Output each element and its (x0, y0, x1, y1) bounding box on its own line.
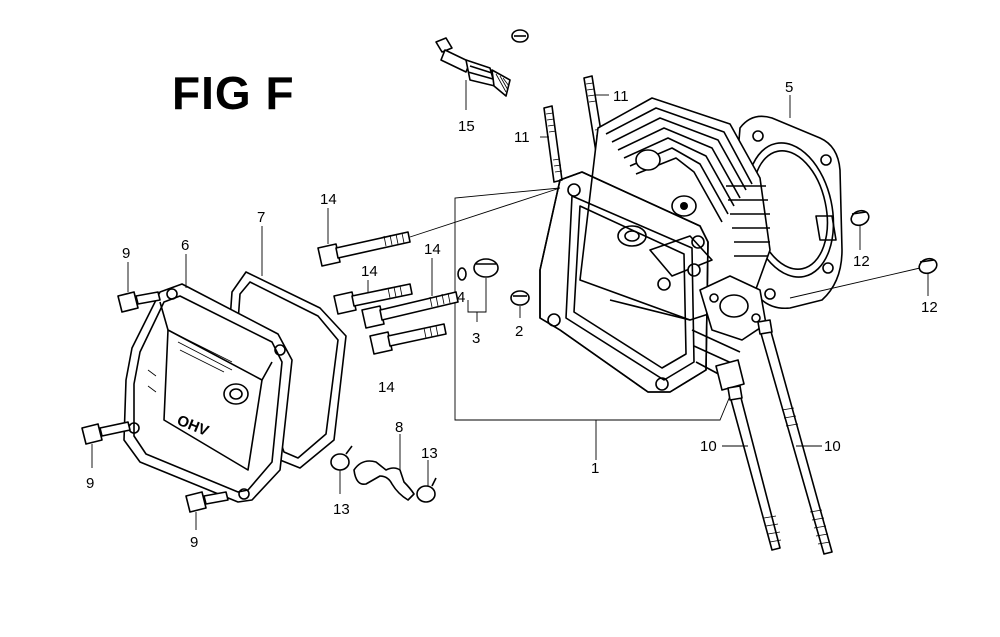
bolt-10-left (727, 385, 782, 551)
figure-title: FIG F (172, 67, 295, 119)
callout-3: 3 (472, 330, 480, 347)
callout-8: 8 (395, 419, 403, 436)
callout-13-left: 13 (333, 501, 350, 518)
callout-11-right: 11 (613, 88, 629, 105)
bolt-14-mid (333, 283, 413, 315)
bolt-14-lower (369, 323, 447, 355)
bolt-14-upper (317, 231, 411, 267)
bolt-14-long (361, 291, 459, 329)
callout-5: 5 (785, 79, 793, 96)
callout-14-mid: 14 (361, 263, 378, 280)
clamp-13-right (416, 477, 437, 503)
bolt-10-right (757, 319, 833, 555)
callout-1: 1 (591, 460, 599, 477)
washer-4 (457, 267, 467, 281)
bolt-9-bottom (185, 491, 229, 513)
callout-14-lower: 14 (378, 379, 395, 396)
callout-14-upper: 14 (320, 191, 337, 208)
cylinder-head (539, 97, 771, 393)
cap-3 (473, 258, 499, 278)
callout-10-left: 10 (700, 438, 717, 455)
callout-12-upper: 12 (853, 253, 870, 270)
callout-9-left: 9 (86, 475, 94, 492)
dowel-12-b (918, 257, 938, 275)
cap-top (511, 29, 529, 43)
callout-9-bottom: 9 (190, 534, 198, 551)
callout-9-top: 9 (122, 245, 130, 262)
breather-tube (353, 460, 415, 501)
callout-12-right: 12 (921, 299, 938, 316)
callout-4: 4 (457, 289, 465, 306)
dowel-12-a (850, 209, 870, 227)
bolt-9-left (81, 421, 131, 445)
bolt-9-top (117, 291, 161, 313)
callout-labels: 1 2 3 4 5 6 7 8 9 9 9 10 10 11 11 12 12 … (86, 79, 938, 551)
callout-13-right: 13 (421, 445, 438, 462)
rocker-cover (123, 283, 293, 503)
callout-11-left: 11 (514, 129, 530, 146)
callout-7: 7 (257, 209, 265, 226)
callout-15: 15 (458, 118, 475, 135)
callout-10-right: 10 (824, 438, 841, 455)
clamp-13-left (330, 445, 353, 471)
callout-2: 2 (515, 323, 523, 340)
cap-2 (510, 290, 530, 306)
spark-plug (435, 37, 511, 97)
callout-6: 6 (181, 237, 189, 254)
callout-14-long: 14 (424, 241, 441, 258)
stud-11-left (543, 105, 563, 183)
